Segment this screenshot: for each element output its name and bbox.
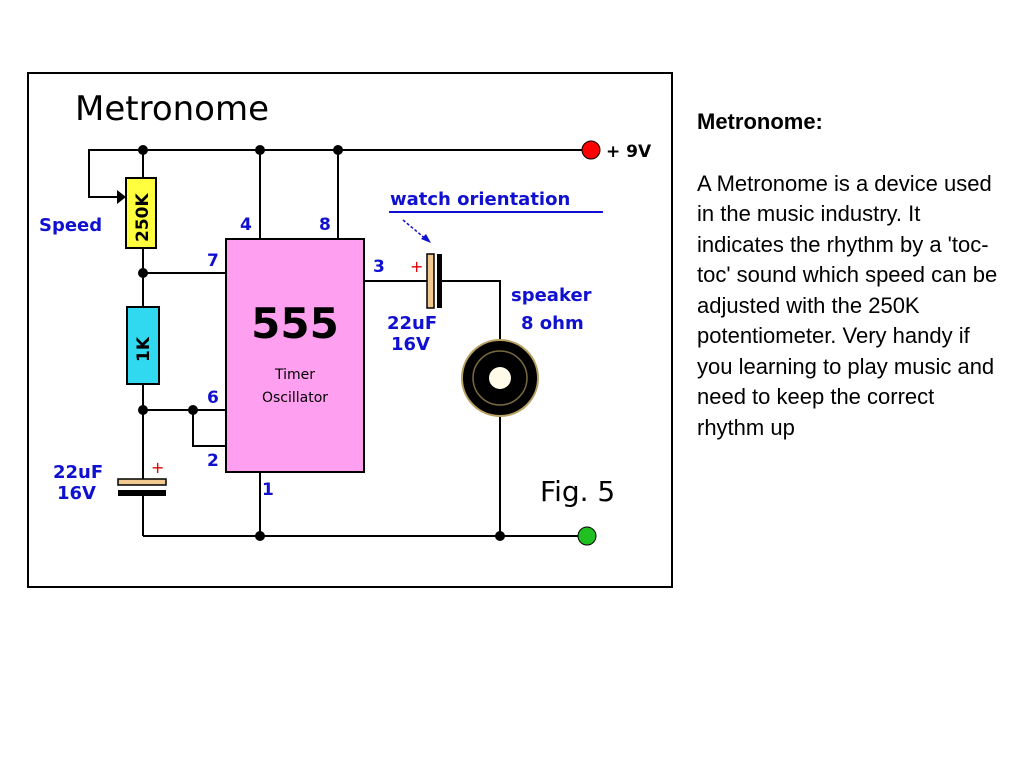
schematic-svg: Metronome <box>39 89 652 546</box>
description-title: Metronome: <box>697 109 823 134</box>
speaker-symbol <box>461 339 539 417</box>
output-capacitor-plate-positive <box>426 253 435 309</box>
speed-label: Speed <box>39 215 102 236</box>
pin-2-label: 2 <box>207 451 219 471</box>
schematic-figure: Metronome <box>27 72 673 588</box>
output-capacitor-plus: + <box>410 257 423 276</box>
output-capacitor-plate-negative <box>437 254 442 308</box>
pin-7-label: 7 <box>207 251 219 271</box>
pot-wiper-arrow <box>117 190 126 204</box>
junction-dots <box>138 145 505 541</box>
description-body: A Metronome is a device used in the musi… <box>697 170 998 440</box>
timing-capacitor-plate-negative <box>118 490 166 496</box>
timing-capacitor-value: 22uF <box>53 462 103 483</box>
timing-capacitor-plus: + <box>151 458 164 477</box>
schematic-title: Metronome <box>75 89 269 129</box>
timing-capacitor-voltage: 16V <box>57 483 96 504</box>
description-panel: Metronome: A Metronome is a device used … <box>697 107 1007 443</box>
orientation-note: watch orientation <box>390 189 570 210</box>
pin-4-label: 4 <box>240 215 252 235</box>
supply-terminal-dot <box>581 140 601 160</box>
resistor-label: 1K <box>134 336 154 362</box>
pin-1-label: 1 <box>262 480 274 500</box>
chip-sub-oscillator: Oscillator <box>262 390 328 406</box>
chip-number: 555 <box>251 299 339 348</box>
fig-label: Fig. 5 <box>540 475 615 508</box>
output-capacitor-value: 22uF <box>387 313 437 334</box>
timing-capacitor-plate-positive <box>117 478 167 486</box>
output-capacitor-voltage: 16V <box>391 334 430 355</box>
chip-555 <box>225 238 365 473</box>
pot-label: 250K <box>133 193 153 242</box>
supply-label: + 9V <box>606 142 652 162</box>
wires <box>88 149 591 537</box>
speaker-ohm-label: 8 ohm <box>521 313 584 334</box>
chip-sub-timer: Timer <box>274 367 315 383</box>
orientation-arrowhead <box>421 234 431 243</box>
pin-3-label: 3 <box>373 257 385 277</box>
potentiometer <box>125 177 157 249</box>
ground-terminal-dot <box>577 526 597 546</box>
pin-8-label: 8 <box>319 215 331 235</box>
pin-6-label: 6 <box>207 388 219 408</box>
resistor <box>126 306 160 385</box>
orientation-pointer <box>402 219 428 241</box>
speaker-label: speaker <box>511 285 592 306</box>
